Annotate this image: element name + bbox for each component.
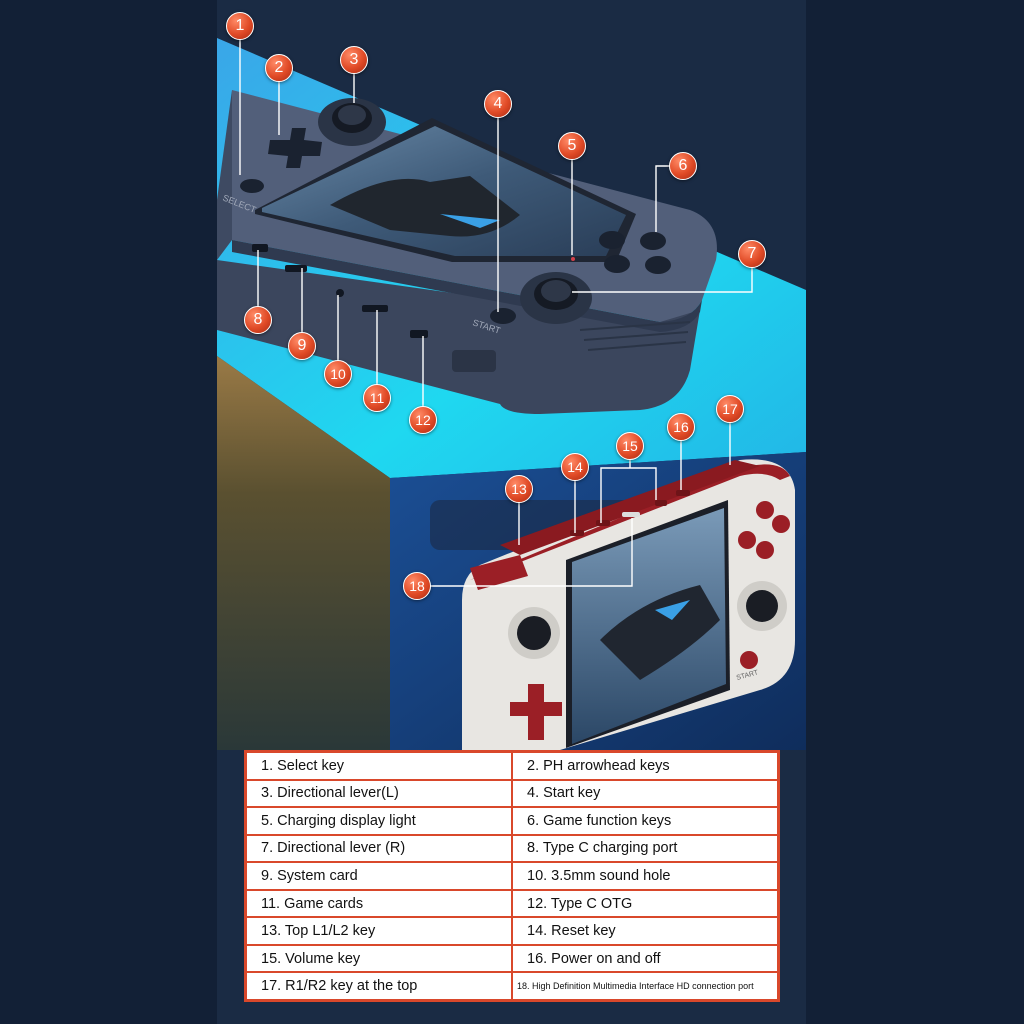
callout-badge-17: 17 <box>716 395 744 423</box>
legend-item: 15. Volume key <box>246 944 512 973</box>
legend-item: 8. Type C charging port <box>512 834 778 863</box>
callout-badge-2: 2 <box>265 54 293 82</box>
callout-badge-13: 13 <box>505 475 533 503</box>
legend-item: 13. Top L1/L2 key <box>246 917 512 945</box>
callout-badge-7: 7 <box>738 240 766 268</box>
left-margin <box>0 0 217 1024</box>
legend-item: 16. Power on and off <box>512 944 778 973</box>
callout-badge-11: 11 <box>363 384 391 412</box>
legend-item: 12. Type C OTG <box>512 889 778 918</box>
callout-badge-8: 8 <box>244 306 272 334</box>
callout-badge-6: 6 <box>669 152 697 180</box>
callout-badge-15: 15 <box>616 432 644 460</box>
callout-badge-12: 12 <box>409 406 437 434</box>
handheld-white: START <box>462 459 795 750</box>
callout-badge-4: 4 <box>484 90 512 118</box>
callout-badge-9: 9 <box>288 332 316 360</box>
legend-item: 3. Directional lever(L) <box>246 779 512 808</box>
legend-item: 14. Reset key <box>512 917 778 945</box>
legend-item: 5. Charging display light <box>246 807 512 835</box>
legend-item: 9. System card <box>246 862 512 890</box>
legend-item: 18. High Definition Multimedia Interface… <box>512 972 778 1000</box>
legend-item: 10. 3.5mm sound hole <box>512 862 778 890</box>
legend-item: 2. PH arrowhead keys <box>512 752 778 780</box>
callout-badge-14: 14 <box>561 453 589 481</box>
legend-item: 6. Game function keys <box>512 807 778 835</box>
callout-badge-16: 16 <box>667 413 695 441</box>
legend-item: 11. Game cards <box>246 889 512 918</box>
callout-badge-3: 3 <box>340 46 368 74</box>
callout-badge-5: 5 <box>558 132 586 160</box>
legend-item: 1. Select key <box>246 752 512 780</box>
legend-item: 4. Start key <box>512 779 778 808</box>
legend-item: 7. Directional lever (R) <box>246 834 512 863</box>
legend-table: 1. Select key 2. PH arrowhead keys 3. Di… <box>244 750 780 1002</box>
legend-item: 17. R1/R2 key at the top <box>246 972 512 1000</box>
callout-badge-10: 10 <box>324 360 352 388</box>
right-margin <box>806 0 1024 1024</box>
callout-badge-18: 18 <box>403 572 431 600</box>
callout-badge-1: 1 <box>226 12 254 40</box>
